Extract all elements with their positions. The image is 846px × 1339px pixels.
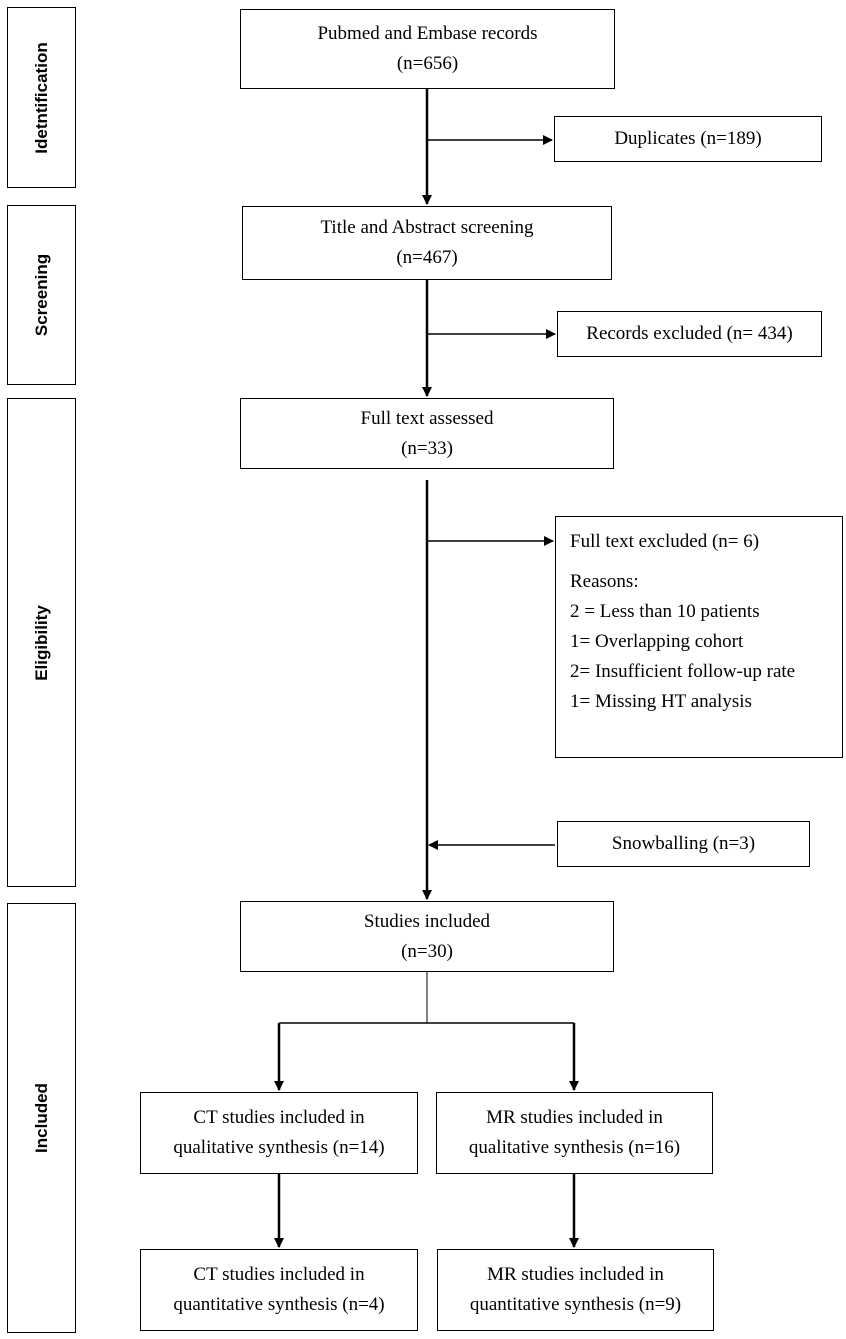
title-abstract-label: Title and Abstract screening xyxy=(320,217,534,238)
reason-item: 1= Overlapping cohort xyxy=(570,631,744,652)
full-text-label: Full text assessed xyxy=(360,407,494,429)
snowballing-label: Snowballing (n=3) xyxy=(611,833,756,854)
stage-included: Included xyxy=(7,903,76,1333)
box-mr-quantitative: MR studies included in quantitative synt… xyxy=(437,1249,714,1331)
mr-quantitative-line2: quantitative synthesis (n=9) xyxy=(469,1294,682,1315)
ct-quantitative-line2: quantitative synthesis (n=4) xyxy=(173,1294,385,1315)
box-studies-included: Studies included (n=30) xyxy=(240,901,614,972)
box-ct-qualitative: CT studies included in qualitative synth… xyxy=(140,1092,418,1174)
box-full-text-excluded: Full text excluded (n= 6) Reasons: 2 = L… xyxy=(555,516,843,758)
records-label: Pubmed and Embase records xyxy=(317,23,538,44)
reason-item: 2= Insufficient follow-up rate xyxy=(570,661,796,682)
stage-identification: Idetntification xyxy=(7,7,76,188)
box-full-text-assessed: Full text assessed (n=33) xyxy=(240,398,614,469)
ct-qualitative-line2: qualitative synthesis (n=14) xyxy=(173,1137,385,1158)
title-abstract-count: (n=467) xyxy=(396,247,458,268)
studies-included-label: Studies included xyxy=(363,910,491,932)
box-mr-qualitative: MR studies included in qualitative synth… xyxy=(436,1092,713,1174)
box-title-abstract: Title and Abstract screening (n=467) xyxy=(242,206,612,280)
reason-item: 1= Missing HT analysis xyxy=(570,691,752,712)
box-ct-quantitative: CT studies included in quantitative synt… xyxy=(140,1249,418,1331)
reasons-label: Reasons: xyxy=(570,571,639,592)
records-count: (n=656) xyxy=(396,53,459,74)
mr-qualitative-line2: qualitative synthesis (n=16) xyxy=(468,1137,681,1158)
records-excluded-label: Records excluded (n= 434) xyxy=(586,323,793,344)
mr-quantitative-line1: MR studies included in xyxy=(487,1264,664,1285)
box-snowballing: Snowballing (n=3) xyxy=(557,821,810,867)
studies-included-count: (n=30) xyxy=(401,940,453,962)
ct-qualitative-line1: CT studies included in xyxy=(193,1107,365,1128)
box-duplicates: Duplicates (n=189) xyxy=(554,116,822,162)
full-text-excluded-title: Full text excluded (n= 6) xyxy=(570,531,760,552)
mr-qualitative-line1: MR studies included in xyxy=(486,1107,663,1128)
box-records: Pubmed and Embase records (n=656) xyxy=(240,9,615,89)
reason-item: 2 = Less than 10 patients xyxy=(570,601,760,622)
duplicates-label: Duplicates (n=189) xyxy=(614,128,762,149)
box-records-excluded: Records excluded (n= 434) xyxy=(557,311,822,357)
ct-quantitative-line1: CT studies included in xyxy=(193,1264,365,1285)
full-text-count: (n=33) xyxy=(401,437,453,459)
stage-screening: Screening xyxy=(7,205,76,385)
stage-eligibility: Eligibility xyxy=(7,398,76,887)
